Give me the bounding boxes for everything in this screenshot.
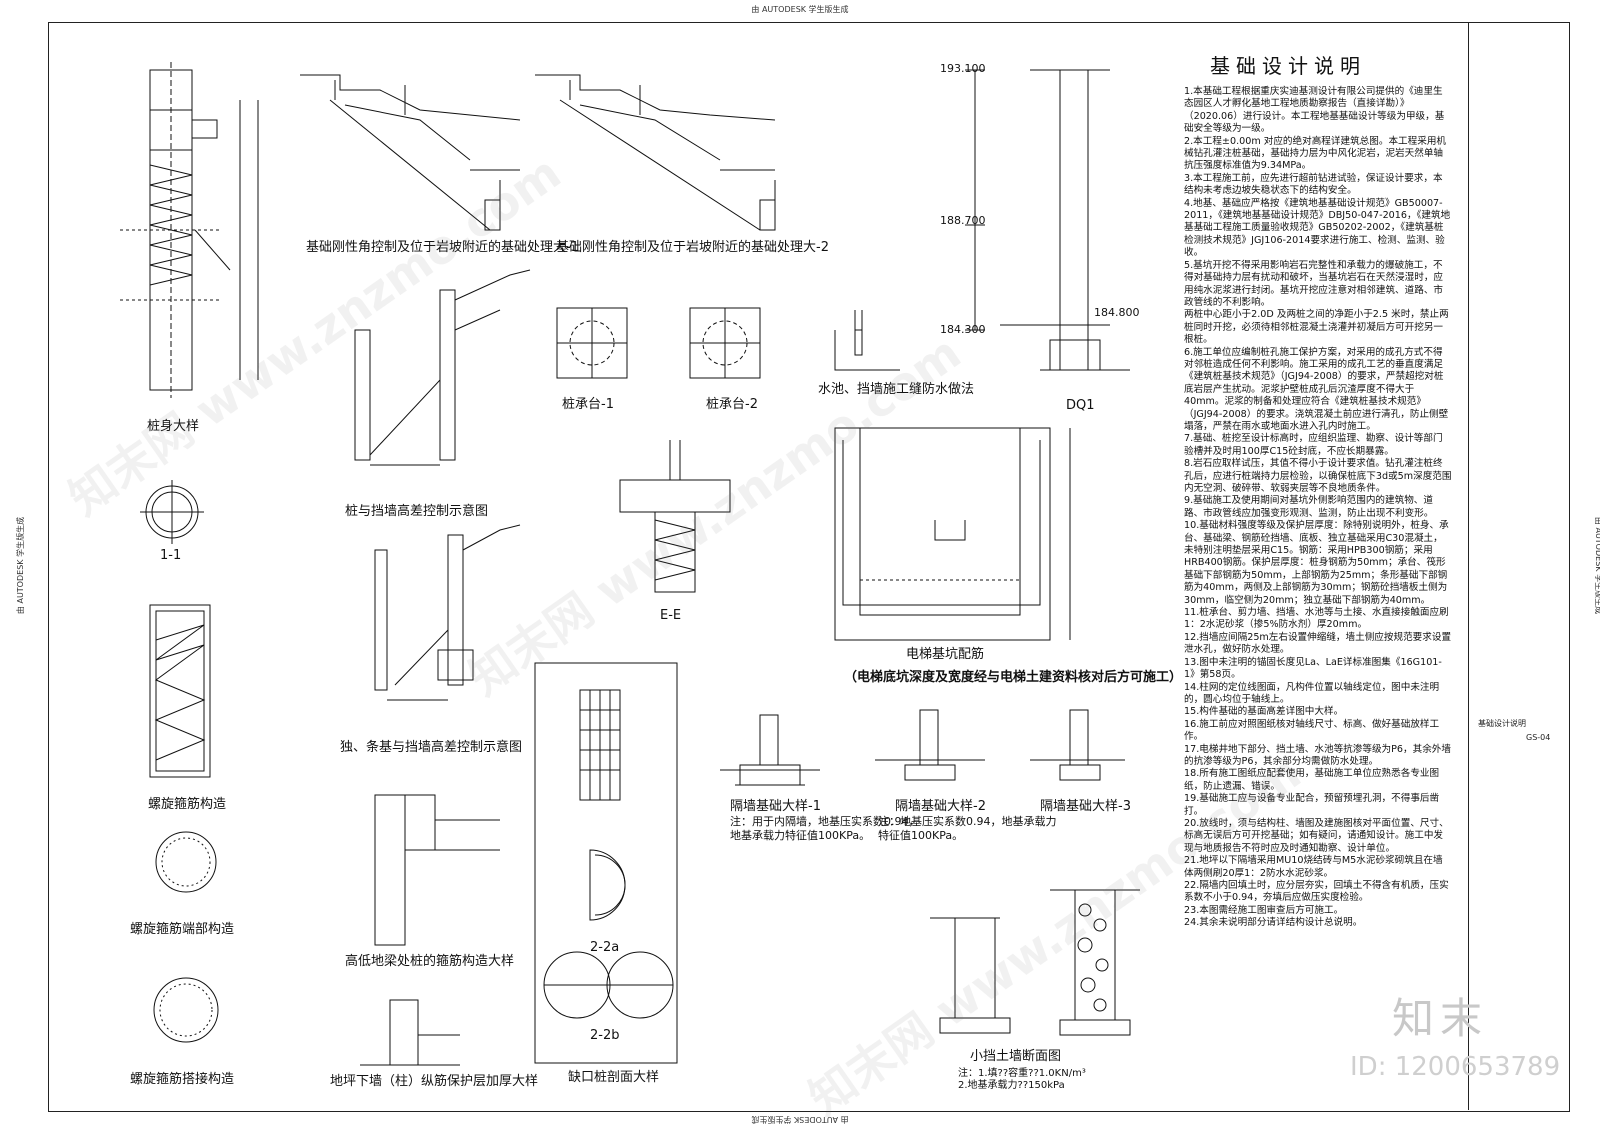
caption-spiral-lap: 螺旋箍筋搭接构造 <box>130 1072 235 1087</box>
caption-section-ee: E-E <box>660 608 682 623</box>
caption-elevator-pit: 电梯基坑配筋 <box>906 647 985 662</box>
note-item: 3.本工程施工前，应先进行超前钻进试验，保证设计要求，本结构未考虑边坡失稳状态下… <box>1184 172 1443 197</box>
level-188-700: 188.700 <box>940 214 986 227</box>
partition-1-note: 注：用于内隔墙，地基压实系数0.94， 地基承载力特征值100KPa。 <box>730 815 920 842</box>
spiral-stirrup-drawing <box>149 604 211 778</box>
caption-section-2a: 2-2a <box>590 940 620 955</box>
header-strip: 由 AUTODESK 学生版生成 <box>751 5 849 14</box>
drawing-number: GS-04 <box>1526 733 1551 742</box>
title-block-label: 基础设计说明 <box>1478 719 1526 728</box>
brand-logo: 知末 <box>1392 994 1489 1043</box>
dq1-drawing <box>965 69 1130 371</box>
caption-partition-1: 隔墙基础大样-1 <box>730 799 821 814</box>
note-item: 4.地基、基础应严格按《建筑地基基础设计规范》GB50007-2011，《建筑地… <box>1184 197 1451 259</box>
level-184-800: 184.800 <box>1094 306 1140 319</box>
caption-partition-3: 隔墙基础大样-3 <box>1040 799 1131 814</box>
note-item: 19.基础施工应与设备专业配合，预留预埋孔洞，不得事后凿打。 <box>1184 793 1440 817</box>
caption-spiral-stirrup: 螺旋箍筋构造 <box>148 797 227 812</box>
caption-elevator-note: （电梯底坑深度及宽度经与电梯土建资料核对后方可施工） <box>844 670 1183 685</box>
caption-partition-2: 隔墙基础大样-2 <box>895 799 986 814</box>
level-184-300: 184.300 <box>940 323 986 336</box>
note-item: 8.岩石应取样试压，其值不得小于设计要求值。钻孔灌注桩终孔后，应进行桩端持力层检… <box>1184 458 1452 494</box>
note-item: 10.基础材料强度等级及保护层厚度：除特别说明外，桩身、承台、基础梁、钢筋砼挡墙… <box>1184 520 1449 606</box>
note-item: 11.桩承台、剪力墙、挡墙、水池等与土接、水直接接触面应刷1：2水泥砂浆（掺5%… <box>1184 607 1449 631</box>
caption-notch-pile: 缺口桩剖面大样 <box>568 1070 660 1085</box>
note-item: 14.柱网的定位线图面，凡构件位置以轴线定位，图中未注明的，圆心均位于轴线上。 <box>1184 681 1440 705</box>
caption-section-1-1: 1-1 <box>160 548 182 563</box>
note-item: 21.地坪以下隔墙采用MU10烧结砖与M5水泥砂浆砌筑且在墙体两侧刷20厚1：2… <box>1184 855 1443 879</box>
caption-pile-detail: 桩身大样 <box>147 419 200 434</box>
note-item: 两桩中心距小于2.0D 及两桩之间的净距小于2.5 米时，禁止两桩同时开挖，必须… <box>1184 309 1449 346</box>
section-1-1-drawing <box>140 480 204 544</box>
design-notes: 1.本基础工程根据重庆实迪基测设计有限公司提供的《迪里生态园区人才孵化基地工程地… <box>1184 86 1452 930</box>
small-wall-note: 注：1.填??容重??1.0KN/m³ 2.地基承载力??150kPa <box>958 1068 1086 1091</box>
partition-2-note: 注：地基压实系数0.94，地基承载力 特征值100KPa。 <box>878 815 1057 842</box>
note-item: 18.所有施工图纸应配套使用，基础施工单位应熟悉各专业图纸，防止遗漏、错误。 <box>1184 768 1440 792</box>
section-ee-drawing <box>619 440 731 593</box>
note-item: 2.本工程±0.00m 对应的绝对高程详建筑总图。本工程采用机械钻孔灌注桩基础，… <box>1184 135 1447 172</box>
caption-pile-cap-2: 桩承台-2 <box>706 397 758 412</box>
caption-wall-cover: 地坪下墙（柱）纵筋保护层加厚大样 <box>330 1074 539 1089</box>
rigid-angle-2-drawing <box>535 74 776 231</box>
note-item: 23.本图需经施工图审查后方可施工。 <box>1184 904 1344 916</box>
note-item: 1.本基础工程根据重庆实迪基测设计有限公司提供的《迪里生态园区人才孵化基地工程地… <box>1184 86 1445 135</box>
grade-beam-drawing <box>374 794 500 946</box>
caption-dq1: DQ1 <box>1066 398 1095 413</box>
notes-title: 基础设计说明 <box>1210 54 1366 78</box>
note-item: 6.施工单位应编制桩孔施工保护方案，对采用的成孔方式不得对邻桩造成任何不利影响。… <box>1184 346 1449 432</box>
partition-2-drawing <box>875 709 985 781</box>
note-item: 20.放线时，须与结构柱、墙图及建施图核对平面位置、尺寸、标高无误后方可开挖基础… <box>1184 817 1449 854</box>
image-id: ID: 1200653789 <box>1350 1052 1561 1082</box>
spiral-end-drawing <box>155 831 217 893</box>
pile-wall-height-drawing <box>354 269 531 466</box>
caption-pile-cap-1: 桩承台-1 <box>562 397 614 412</box>
rigid-angle-1-drawing <box>300 74 521 231</box>
note-item: 5.基坑开挖不得采用影响岩石完整性和承载力的爆破施工，不得对基础持力层有扰动和破… <box>1184 259 1444 308</box>
partition-3-drawing <box>1030 709 1125 781</box>
pile-cap-1-drawing <box>556 307 628 379</box>
wall-cover-drawing <box>360 999 460 1066</box>
pool-joint-drawing <box>834 310 900 371</box>
notch-pile-drawing <box>534 662 678 1064</box>
strip-wall-height-drawing <box>374 524 521 701</box>
caption-small-wall: 小挡土墙断面图 <box>970 1049 1062 1064</box>
partition-1-drawing <box>720 714 820 786</box>
spiral-lap-drawing <box>153 977 219 1043</box>
small-wall-drawing <box>930 889 1140 1036</box>
title-block-band <box>1468 22 1569 1110</box>
caption-spiral-end: 螺旋箍筋端部构造 <box>130 922 235 937</box>
caption-section-2b: 2-2b <box>590 1028 620 1043</box>
note-item: 7.基础、桩挖至设计标高时，应组织监理、勘察、设计等部门验槽并及时用100厚C1… <box>1184 433 1443 457</box>
note-item: 16.施工前应对照图纸核对轴线尺寸、标高、做好基础放样工作。 <box>1184 718 1440 743</box>
note-item: 12.挡墙应间隔25m左右设置伸缩缝，墙土侧应按规范要求设置泄水孔，做好防水处理… <box>1184 631 1452 656</box>
caption-pool-joint: 水池、挡墙施工缝防水做法 <box>818 382 975 397</box>
elevator-pit-drawing <box>834 427 1071 641</box>
note-item: 17.电梯井地下部分、挡土墙、水池等抗渗等级为P6，其余外墙的抗渗等级为P6，其… <box>1184 743 1451 767</box>
note-item: 24.其余未说明部分请详结构设计总说明。 <box>1184 917 1363 929</box>
level-193-100: 193.100 <box>940 62 986 75</box>
note-item: 9.基础施工及使用期间对基坑外侧影响范围内的建筑物、道路、市政管线应加强变形观测… <box>1184 495 1434 519</box>
caption-rigid-angle-2: 基础刚性角控制及位于岩坡附近的基础处理大-2 <box>556 240 829 255</box>
caption-grade-beam: 高低地梁处桩的箍筋构造大样 <box>345 954 515 969</box>
pile-detail-drawing <box>120 62 259 398</box>
note-item: 15.构件基础的基面高差详图中大样。 <box>1184 706 1344 718</box>
caption-pile-wall-height: 桩与挡墙高差控制示意图 <box>345 504 489 519</box>
note-item: 13.图中未注明的锚固长度见La、LaE详标准图集《16G101-1》第58页。 <box>1184 656 1442 681</box>
drawing-frame <box>48 22 1570 1112</box>
pile-cap-2-drawing <box>689 307 761 379</box>
caption-strip-wall-height: 独、条基与挡墙高差控制示意图 <box>340 740 523 755</box>
note-item: 22.隔墙内回填土时，应分层夯实，回填土不得含有机质，压实系数不小于0.94，夯… <box>1184 880 1449 904</box>
caption-rigid-angle-1: 基础刚性角控制及位于岩坡附近的基础处理大-1 <box>306 240 579 255</box>
